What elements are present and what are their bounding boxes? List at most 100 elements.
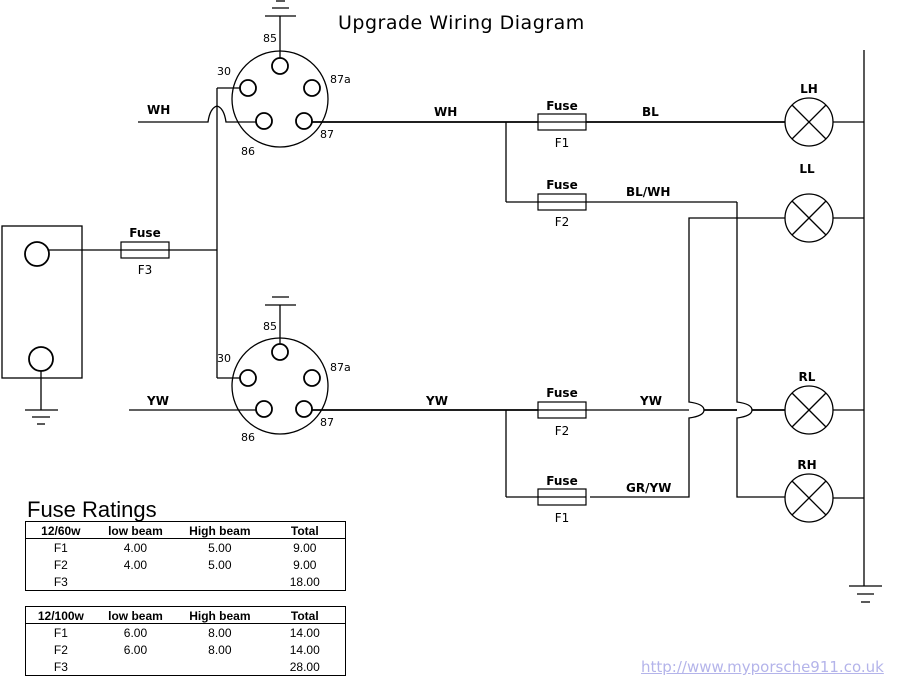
fuse-id: F2 <box>555 215 570 229</box>
column-header: low beam <box>95 521 176 539</box>
table-row: F1 6.00 8.00 14.00 <box>26 624 346 642</box>
table-row: F2 4.00 5.00 9.00 <box>26 556 346 573</box>
wire-label-bl-wh: BL/WH <box>626 185 670 199</box>
fuse-label: Fuse <box>546 386 577 400</box>
relay-pin-85 <box>271 57 289 75</box>
ground-icon <box>265 0 296 17</box>
wire-label-gr-yw: GR/YW <box>626 481 671 495</box>
pin-label-87: 87 <box>320 416 334 429</box>
table-cell: 4.00 <box>123 540 148 555</box>
column-header: 12/60w <box>25 521 96 539</box>
relay-pin-30 <box>239 79 257 97</box>
fuse-id: F3 <box>138 263 153 277</box>
website-link[interactable]: http://www.myporsche911.co.uk <box>641 658 884 676</box>
fuse-label: Fuse <box>546 99 577 113</box>
fuse-ratings-table-60w: 12/60w low beam High beam Total F1 4.00 … <box>25 521 346 591</box>
wire-label-wh-out: WH <box>434 105 457 119</box>
column-header: 12/100w <box>25 606 96 624</box>
diagram-title: Upgrade Wiring Diagram <box>338 12 585 34</box>
lamp-lh: LH <box>784 82 834 147</box>
table-cell: 14.00 <box>289 642 320 657</box>
relay-top: 85 30 87a 87 86 <box>217 0 351 158</box>
table-cell: 5.00 <box>208 540 232 555</box>
relay-pin-87a <box>303 79 321 97</box>
lamp-rl: RL <box>784 370 834 435</box>
fuse-bottom-f2: Fuse F2 <box>537 386 587 438</box>
table-cell <box>175 658 264 676</box>
relay-bottom: 85 30 87a 87 86 <box>217 296 351 444</box>
fuse-label: Fuse <box>546 474 577 488</box>
wire-label-wh-in: WH <box>147 103 170 117</box>
table-header-row: 12/60w low beam High beam Total <box>25 521 346 539</box>
table-header-row: 12/100w low beam High beam Total <box>25 606 346 624</box>
fuse-ratings-title: Fuse Ratings <box>27 497 157 522</box>
pin-label-85: 85 <box>263 32 277 45</box>
table-row: F3 18.00 <box>26 573 346 591</box>
relay-pin-30 <box>239 369 257 387</box>
column-header: High beam <box>175 606 265 624</box>
relay-body <box>231 50 329 148</box>
fuse-id: F2 <box>555 424 570 438</box>
table-row: F2 6.00 8.00 14.00 <box>26 641 346 658</box>
battery-body <box>1 225 83 379</box>
lamp-label: RL <box>799 370 816 384</box>
table-cell: F2 <box>53 557 68 572</box>
table-cell: 8.00 <box>208 625 232 640</box>
table-cell: 8.00 <box>208 642 232 657</box>
column-header: Total <box>264 521 346 539</box>
battery <box>1 225 83 425</box>
table-cell: F1 <box>53 540 68 555</box>
fuse-bottom-f1: Fuse F1 <box>537 474 587 525</box>
fuse-top-f2: Fuse F2 <box>537 178 587 229</box>
pin-label-86: 86 <box>241 145 255 158</box>
lamp-ll: LL <box>784 162 834 243</box>
lamp-label: LH <box>800 82 818 96</box>
table-cell: F3 <box>53 574 68 589</box>
table-cell: F1 <box>53 625 68 640</box>
table-cell: F3 <box>53 659 68 674</box>
relay-pin-87a <box>303 369 321 387</box>
wire-label-yw-out: YW <box>425 394 448 408</box>
pin-label-30: 30 <box>217 65 231 78</box>
fuse-id: F1 <box>555 136 570 150</box>
table-cell: 9.00 <box>293 557 317 572</box>
lamp-rh: RH <box>784 458 834 523</box>
pin-label-86: 86 <box>241 431 255 444</box>
table-cell <box>96 658 175 676</box>
ground-icon <box>849 585 882 603</box>
wire-label-yw-in: YW <box>146 394 169 408</box>
table-cell: 6.00 <box>123 625 148 640</box>
table-cell: 6.00 <box>123 642 148 657</box>
relay-pin-87 <box>295 112 313 130</box>
table-cell <box>175 573 264 591</box>
lamp-label: LL <box>799 162 815 176</box>
fuse-label: Fuse <box>129 226 160 240</box>
table-cell <box>96 573 175 591</box>
relay-pin-87 <box>295 400 313 418</box>
relay-pin-86 <box>255 112 273 130</box>
relay-pin-86 <box>255 400 273 418</box>
relay-pin-85 <box>271 343 289 361</box>
pin-label-85: 85 <box>263 320 277 333</box>
wire-label-bl: BL <box>642 105 659 119</box>
table-cell: 18.00 <box>289 574 320 589</box>
pin-label-87a: 87a <box>330 361 351 374</box>
table-cell: F2 <box>53 642 68 657</box>
fuse-id: F1 <box>555 511 570 525</box>
wire-label-yw-lamp: YW <box>639 394 662 408</box>
table-cell: 14.00 <box>289 625 320 640</box>
pin-label-30: 30 <box>217 352 231 365</box>
battery-positive-terminal <box>24 241 50 267</box>
pin-label-87a: 87a <box>330 73 351 86</box>
table-cell: 9.00 <box>293 540 317 555</box>
ground-icon <box>265 296 296 306</box>
table-row: F3 28.00 <box>26 658 346 676</box>
table-cell: 28.00 <box>289 659 320 674</box>
lamp-label: RH <box>797 458 816 472</box>
table-row: F1 4.00 5.00 9.00 <box>26 539 346 557</box>
column-header: High beam <box>175 521 265 539</box>
battery-negative-terminal <box>28 346 54 372</box>
pin-label-87: 87 <box>320 128 334 141</box>
ground-icon <box>25 409 58 425</box>
